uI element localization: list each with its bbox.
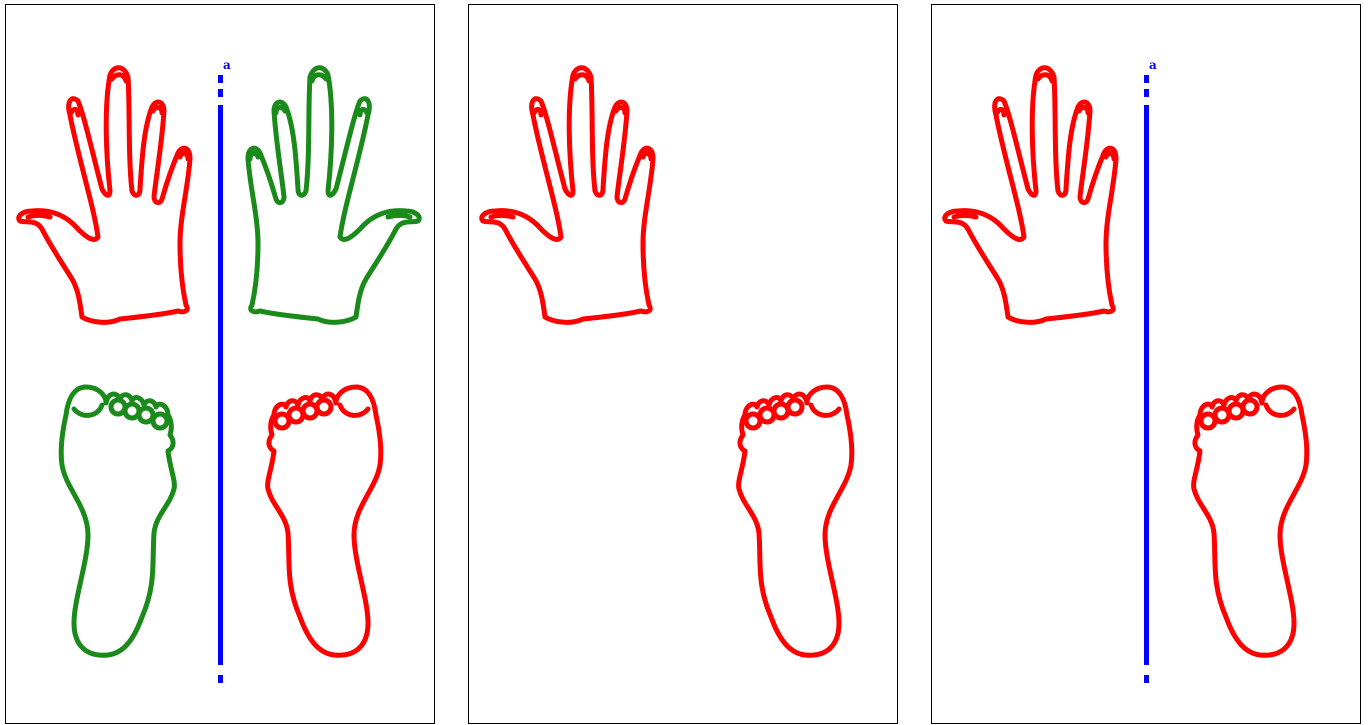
- panel-right-canvas: a: [932, 5, 1362, 725]
- panel-middle: [468, 4, 898, 724]
- midline: a: [218, 58, 231, 683]
- panel-middle-canvas: [469, 5, 899, 725]
- right-hand-red: [945, 68, 1116, 323]
- panel-left-canvas: a: [6, 5, 436, 725]
- midline-label: a: [223, 58, 231, 72]
- right-hand-red: [482, 68, 653, 323]
- midline: a: [1144, 58, 1157, 683]
- right-hand-red: [19, 68, 190, 323]
- right-foot-red: [268, 387, 381, 655]
- panel-left: a: [5, 4, 435, 724]
- left-hand-green: [248, 68, 419, 323]
- left-foot-green: [61, 387, 174, 655]
- panel-right: a: [931, 4, 1361, 724]
- right-foot-red: [1194, 387, 1307, 655]
- right-foot-red: [739, 387, 852, 655]
- midline-label: a: [1149, 58, 1157, 72]
